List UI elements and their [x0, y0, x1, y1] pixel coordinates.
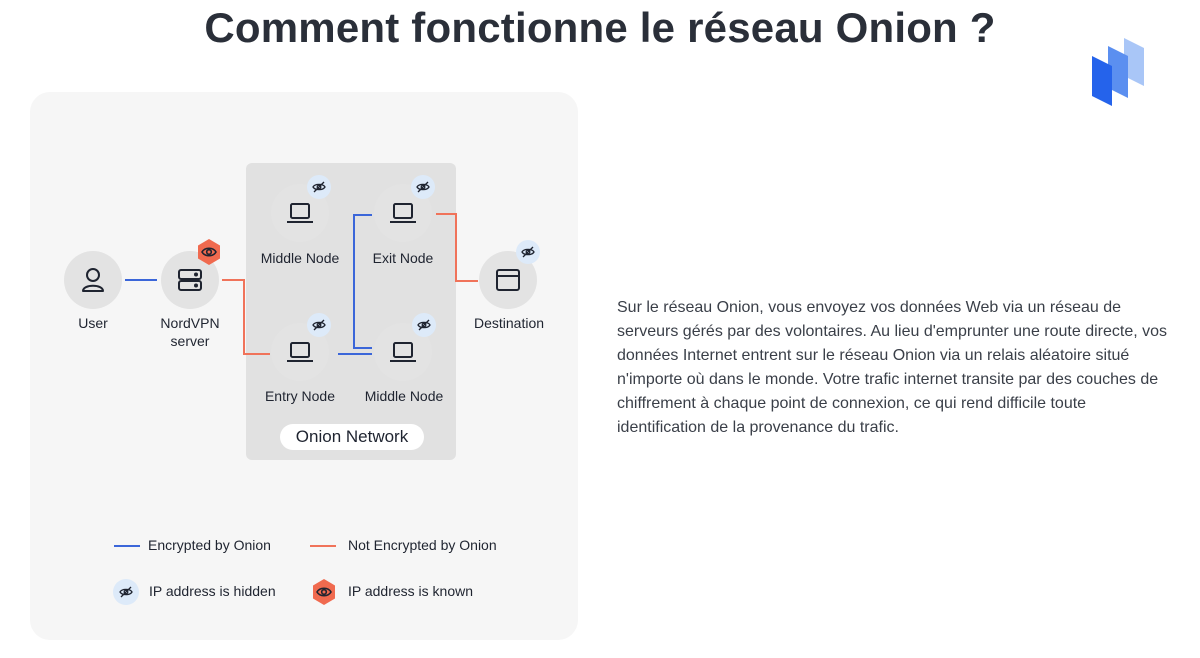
- eye-icon: [313, 579, 335, 605]
- eye-off-icon: [416, 181, 430, 193]
- legend-hidden-badge: [113, 579, 139, 605]
- eye-off-icon: [417, 319, 431, 331]
- user-icon: [82, 268, 104, 292]
- ip-hidden-badge: [307, 175, 331, 199]
- legend-not-encrypted-swatch: [310, 545, 336, 547]
- legend-encrypted-label: Encrypted by Onion: [148, 537, 271, 553]
- line-nordvpn-entry: [222, 279, 270, 355]
- laptop-icon: [287, 203, 313, 223]
- brand-logo-icon: [1092, 38, 1144, 106]
- laptop-icon: [390, 203, 416, 223]
- laptop-icon: [390, 342, 416, 362]
- nordvpn-label-line2: server: [170, 333, 210, 349]
- ip-hidden-badge: [516, 240, 540, 264]
- eye-off-icon: [521, 246, 535, 258]
- entry-node-label: Entry Node: [264, 388, 336, 404]
- description-paragraph: Sur le réseau Onion, vous envoyez vos do…: [617, 299, 1168, 436]
- legend-known-label: IP address is known: [348, 583, 474, 599]
- page-title: Comment fonctionne le réseau Onion ?: [204, 4, 996, 51]
- eye-off-icon: [119, 586, 133, 598]
- destination-label: Destination: [473, 315, 545, 331]
- legend-known-badge: [310, 578, 338, 606]
- server-icon: [178, 269, 202, 291]
- onion-network-label: Onion Network: [280, 424, 424, 450]
- eye-icon: [198, 239, 220, 265]
- user-node: [64, 251, 122, 309]
- ip-hidden-badge: [412, 313, 436, 337]
- line-middle-exit: [353, 214, 372, 349]
- browser-window-icon: [496, 269, 520, 291]
- laptop-icon: [287, 342, 313, 362]
- eye-off-icon: [312, 319, 326, 331]
- middle-node-top-label: Middle Node: [260, 250, 340, 266]
- ip-known-badge: [195, 238, 223, 266]
- legend-encrypted-swatch: [114, 545, 140, 547]
- nordvpn-label-line1: NordVPN: [160, 315, 220, 331]
- eye-off-icon: [312, 181, 326, 193]
- ip-hidden-badge: [411, 175, 435, 199]
- exit-node-label: Exit Node: [372, 250, 434, 266]
- legend-not-encrypted-label: Not Encrypted by Onion: [348, 537, 497, 553]
- user-label: User: [78, 315, 108, 331]
- middle-node-bottom-label: Middle Node: [364, 388, 444, 404]
- line-exit-destination: [436, 213, 478, 282]
- legend-hidden-label: IP address is hidden: [149, 583, 276, 599]
- ip-hidden-badge: [307, 313, 331, 337]
